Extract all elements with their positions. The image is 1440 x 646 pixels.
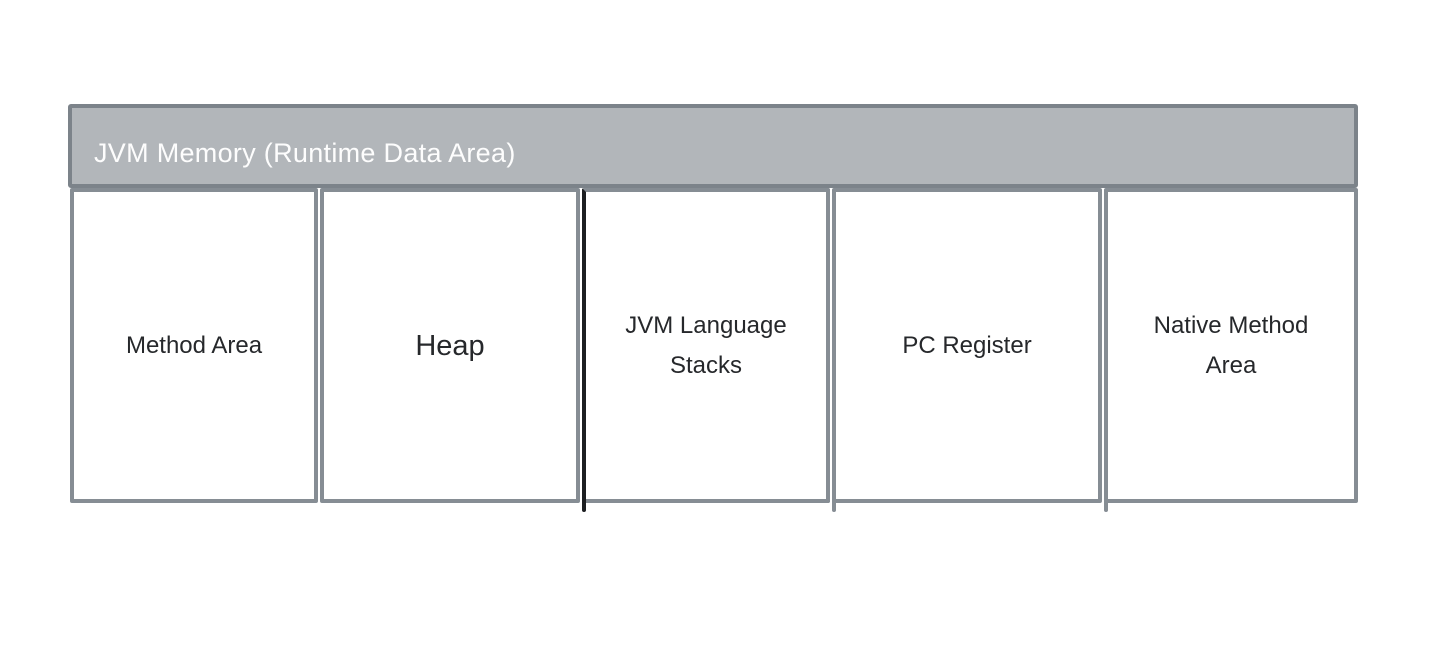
jvm-memory-header-bar: JVM Memory (Runtime Data Area) [68, 104, 1358, 188]
memory-box-label: PC Register [902, 331, 1032, 359]
memory-box-jvm-language-stacks: JVM Language Stacks [582, 188, 830, 512]
memory-boxes-row: Method Area Heap JVM Language Stacks PC Reg… [70, 188, 1358, 512]
memory-box-pc-register: PC Register [832, 188, 1102, 512]
memory-box-heap: Heap [320, 188, 580, 503]
memory-box-method-area: Method Area [70, 188, 318, 503]
memory-box-label: Native Method Area [1153, 311, 1309, 379]
memory-box-label: Method Area [125, 331, 263, 359]
memory-box-label: Heap [415, 329, 485, 362]
memory-box-native-method-area: Native Method Area [1104, 188, 1358, 512]
memory-box-label: JVM Language Stacks [625, 311, 787, 379]
diagram-title: JVM Memory (Runtime Data Area) [94, 137, 516, 168]
